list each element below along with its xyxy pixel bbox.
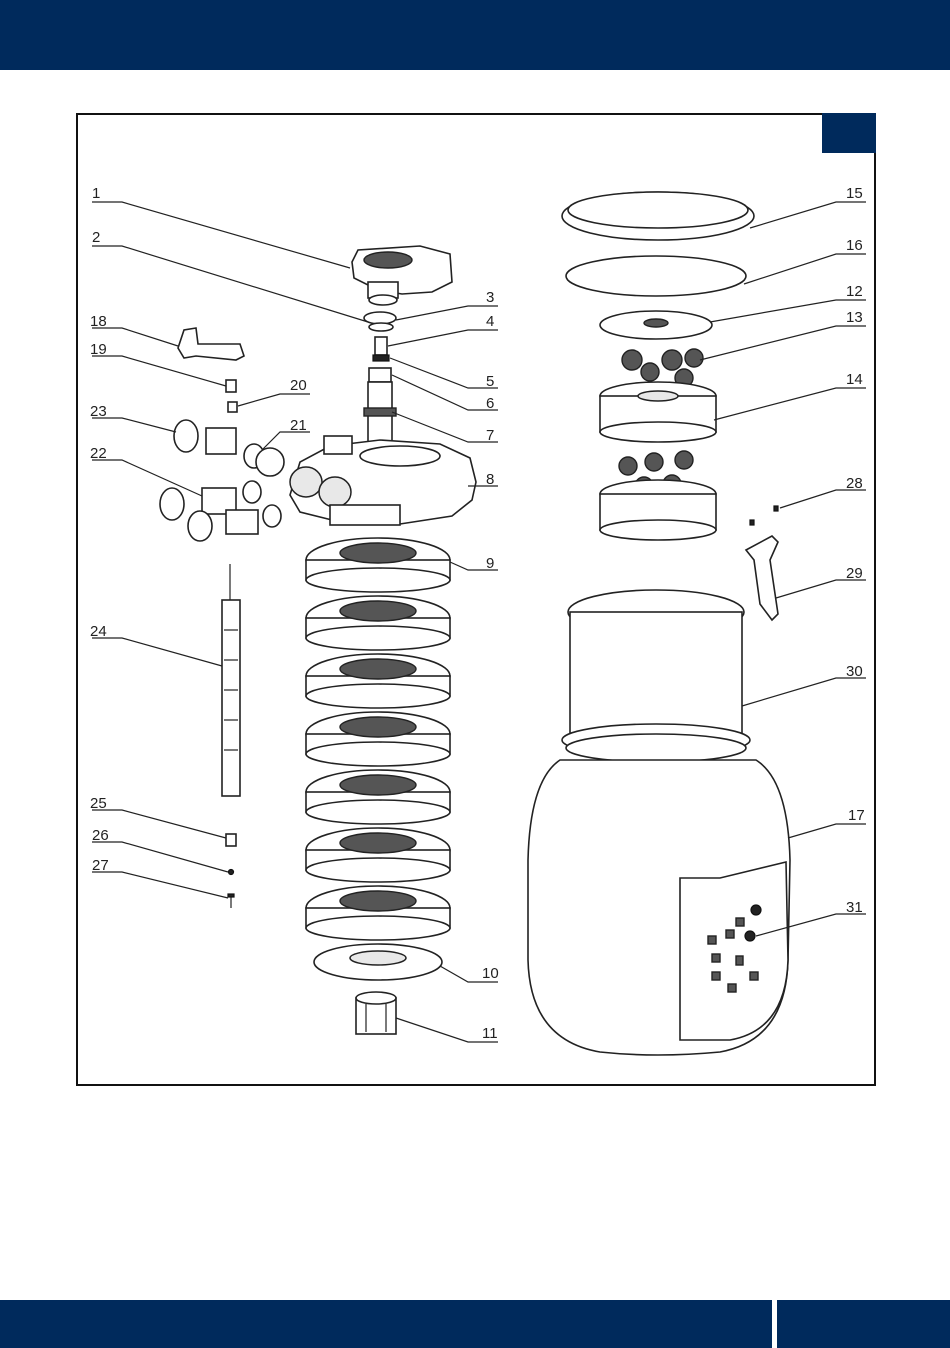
part-20-nut (228, 402, 237, 412)
part-30-tank-neck (562, 590, 750, 762)
part-number: 31 (846, 899, 863, 916)
part-26-washer (229, 870, 234, 875)
part-number: 5 (486, 373, 494, 390)
part-number: 14 (846, 371, 863, 388)
part-3-o-ring (369, 323, 393, 331)
part-8-valve-body (290, 436, 476, 525)
part-10-base-plate (314, 944, 442, 980)
part-1-valve-lid (352, 246, 452, 305)
part-2-o-ring (364, 312, 396, 324)
part-11-drain-cap (356, 992, 396, 1034)
part-19-nut (226, 380, 236, 392)
part-number: 20 (290, 377, 307, 394)
part-number: 3 (486, 289, 494, 306)
part-number: 8 (486, 471, 494, 488)
footer-divider (772, 1300, 777, 1348)
part-number: 4 (486, 313, 494, 330)
part-23-union-nut (174, 420, 236, 454)
part-number: 27 (92, 857, 109, 874)
part-6-shaft-cap (369, 368, 391, 382)
part-number: 24 (90, 623, 107, 640)
part-number: 11 (482, 1025, 498, 1042)
part-number: 15 (846, 185, 863, 202)
part-22-union (160, 448, 284, 541)
part-18-handle (178, 328, 244, 360)
part-number: 29 (846, 565, 863, 582)
part-number: 13 (846, 309, 863, 326)
part-14-diffuser-basket (600, 382, 716, 540)
part-12-diffuser-cover (600, 311, 712, 339)
part-24-standpipe (222, 564, 240, 796)
part-number: 30 (846, 663, 863, 680)
part-number: 10 (482, 965, 499, 982)
part-number: 22 (90, 445, 107, 462)
part-9-lateral-rings (306, 538, 450, 940)
part-number: 23 (90, 403, 107, 420)
part-29-bracket (746, 536, 778, 620)
part-16-o-ring (566, 256, 746, 296)
part-4-spindle (375, 337, 387, 355)
part-27-screw (228, 894, 234, 908)
part-number: 12 (846, 283, 863, 300)
part-15-clamp-ring (562, 192, 754, 240)
part-number: 17 (848, 807, 865, 824)
part-number: 18 (90, 313, 107, 330)
footer-bar (0, 1300, 950, 1348)
part-25-plug (226, 834, 236, 846)
part-number: 16 (846, 237, 863, 254)
part-17-tank-body (528, 760, 790, 1055)
part-number: 9 (486, 555, 494, 572)
part-number: 7 (486, 427, 494, 444)
part-number: 6 (486, 395, 494, 412)
part-number: 28 (846, 475, 863, 492)
part-number: 1 (92, 185, 100, 202)
part-5-washer (373, 355, 389, 361)
part-number: 26 (92, 827, 109, 844)
part-number: 2 (92, 229, 100, 246)
part-number: 19 (90, 341, 107, 358)
part-number: 21 (290, 417, 307, 434)
part-number: 25 (90, 795, 107, 812)
part-28-screws (750, 506, 778, 525)
